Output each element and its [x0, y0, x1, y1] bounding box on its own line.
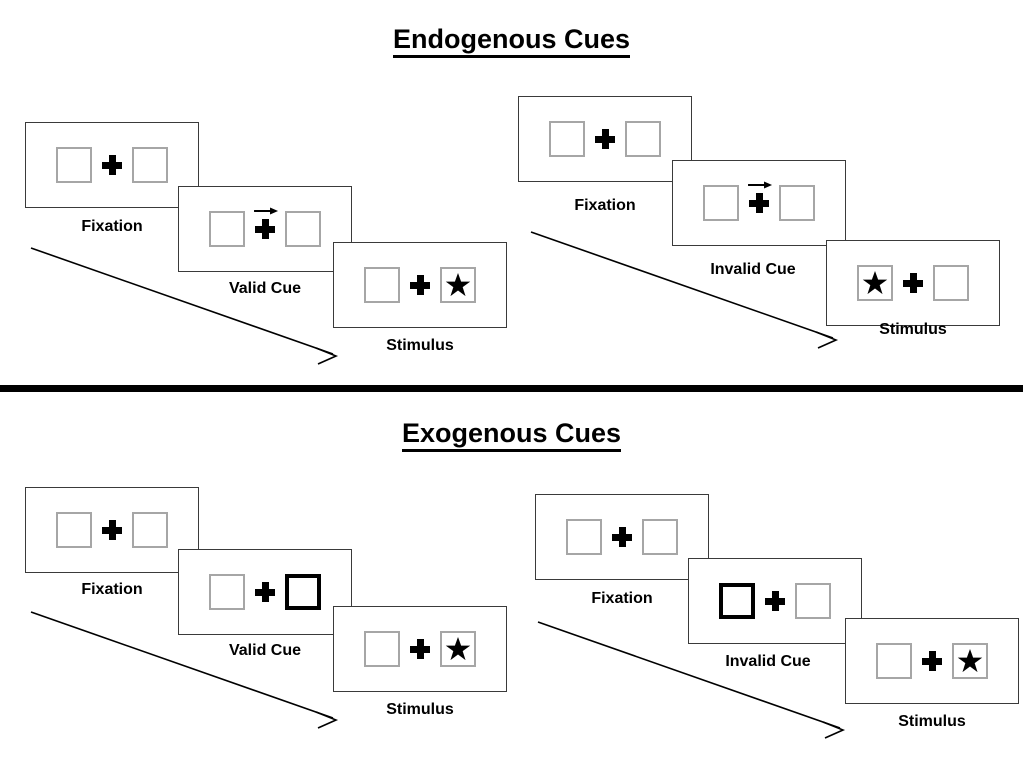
frame-endogenous-invalid-fixation[interactable] [518, 96, 692, 182]
caption-exogenous-valid-fixation: Fixation [81, 581, 143, 598]
left-placeholder-box[interactable] [209, 211, 245, 247]
star-icon [445, 273, 471, 297]
plus-cross-icon [92, 520, 132, 540]
star-icon [862, 271, 888, 295]
caption-exogenous-invalid-cue: Invalid Cue [725, 653, 811, 670]
right-placeholder-box[interactable] [132, 147, 168, 183]
left-placeholder-box[interactable] [209, 574, 245, 610]
frame-exogenous-invalid-fixation[interactable] [535, 494, 709, 580]
plus-cross-icon [912, 651, 952, 671]
frame-exogenous-invalid-stimulus[interactable] [845, 618, 1019, 704]
right-placeholder-box[interactable] [952, 643, 988, 679]
left-placeholder-box[interactable] [703, 185, 739, 221]
caption-endogenous-invalid-fixation: Fixation [574, 197, 636, 214]
right-placeholder-box[interactable] [642, 519, 678, 555]
left-placeholder-box[interactable] [56, 147, 92, 183]
endogenous-section-title: Endogenous Cues [0, 24, 1023, 58]
plus-cross-icon [755, 591, 795, 611]
frame-exogenous-invalid-cue[interactable] [688, 558, 862, 644]
frame-exogenous-valid-cue[interactable] [178, 549, 352, 635]
left-placeholder-box[interactable] [364, 631, 400, 667]
caption-exogenous-invalid-fixation: Fixation [591, 590, 653, 607]
caption-endogenous-valid-cue: Valid Cue [228, 280, 302, 297]
plus-cross-icon [400, 275, 440, 295]
right-placeholder-box[interactable] [440, 267, 476, 303]
endogenous-title-text: Endogenous Cues [392, 24, 630, 58]
plus-cross-icon [893, 273, 933, 293]
left-placeholder-box[interactable] [549, 121, 585, 157]
plus-cross-icon [400, 639, 440, 659]
plus-cross-icon [602, 527, 642, 547]
plus-cross-icon [739, 181, 779, 213]
caption-exogenous-invalid-stimulus: Stimulus [898, 713, 966, 730]
left-placeholder-box[interactable] [857, 265, 893, 301]
frame-endogenous-invalid-stimulus[interactable] [826, 240, 1000, 326]
right-placeholder-box-cued[interactable] [285, 574, 321, 610]
plus-cross-icon [92, 155, 132, 175]
caption-exogenous-valid-cue: Valid Cue [228, 642, 302, 659]
arrow-right-icon [748, 181, 773, 189]
exogenous-section-title: Exogenous Cues [0, 418, 1023, 452]
arrow-right-icon [254, 207, 279, 215]
right-placeholder-box[interactable] [933, 265, 969, 301]
frame-endogenous-valid-cue[interactable] [178, 186, 352, 272]
caption-exogenous-valid-stimulus: Stimulus [386, 701, 454, 718]
frame-exogenous-valid-stimulus[interactable] [333, 606, 507, 692]
right-placeholder-box[interactable] [779, 185, 815, 221]
left-placeholder-box[interactable] [56, 512, 92, 548]
right-placeholder-box[interactable] [625, 121, 661, 157]
left-placeholder-box[interactable] [364, 267, 400, 303]
caption-endogenous-invalid-stimulus: Stimulus [879, 321, 947, 338]
caption-endogenous-invalid-cue: Invalid Cue [710, 261, 796, 278]
frame-exogenous-valid-fixation[interactable] [25, 487, 199, 573]
plus-cross-icon [245, 207, 285, 239]
star-icon [445, 637, 471, 661]
left-placeholder-box[interactable] [566, 519, 602, 555]
right-placeholder-box[interactable] [440, 631, 476, 667]
plus-cross-icon [585, 129, 625, 149]
frame-endogenous-invalid-cue[interactable] [672, 160, 846, 246]
time-arrow-icon-endogenous-invalid [530, 231, 839, 349]
frame-endogenous-valid-stimulus[interactable] [333, 242, 507, 328]
left-placeholder-box-cued[interactable] [719, 583, 755, 619]
right-placeholder-box[interactable] [285, 211, 321, 247]
star-icon [957, 649, 983, 673]
section-divider [0, 385, 1023, 392]
exogenous-title-text: Exogenous Cues [401, 418, 622, 452]
plus-cross-icon [245, 582, 285, 602]
right-placeholder-box[interactable] [132, 512, 168, 548]
left-placeholder-box[interactable] [876, 643, 912, 679]
frame-endogenous-valid-fixation[interactable] [25, 122, 199, 208]
right-placeholder-box[interactable] [795, 583, 831, 619]
caption-endogenous-valid-stimulus: Stimulus [386, 337, 454, 354]
caption-endogenous-valid-fixation: Fixation [81, 218, 143, 235]
